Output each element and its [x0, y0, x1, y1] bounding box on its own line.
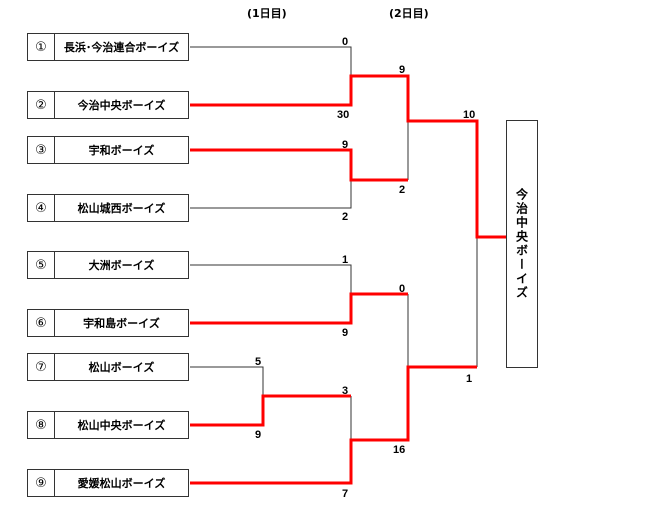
team-box: ⑨ 愛媛松山ボーイズ [27, 469, 189, 497]
win-line-team3 [190, 148, 408, 182]
line-team4 [190, 180, 352, 209]
team-name: 宇和ボーイズ [88, 144, 155, 157]
win-line-team6 [190, 292, 408, 325]
champion-name: 今治中央ボーイズ [514, 188, 529, 300]
win-line-team8 [190, 394, 351, 427]
seed-number: ⑧ [28, 412, 55, 438]
team-box: ⑧ 松山中央ボーイズ [27, 411, 189, 439]
line-team1 [190, 46, 352, 76]
score: 30 [337, 109, 349, 121]
team-box: ④ 松山城西ボーイズ [27, 194, 189, 222]
team-name: 長浜･今治連合ボーイズ [63, 41, 180, 54]
team-box: ⑥ 宇和島ボーイズ [27, 309, 189, 337]
seed-number: ⑤ [28, 252, 55, 278]
score: 9 [255, 429, 261, 441]
score: 9 [342, 139, 348, 151]
score: 5 [255, 356, 261, 368]
champion-box: 今治中央ボーイズ [506, 120, 538, 368]
seed-number: ③ [28, 137, 55, 163]
seed-number: ④ [28, 195, 55, 221]
score: 10 [463, 109, 475, 121]
day2-header: (2日目) [389, 7, 429, 20]
score: 0 [399, 283, 405, 295]
team-box: ② 今治中央ボーイズ [27, 91, 189, 119]
seed-number: ② [28, 92, 55, 118]
team-name: 松山城西ボーイズ [77, 202, 166, 215]
win-line-team2 [190, 74, 506, 239]
seed-number: ⑦ [28, 354, 55, 380]
score: 2 [342, 211, 348, 223]
score: 1 [466, 373, 472, 385]
team-box: ⑤ 大洲ボーイズ [27, 251, 189, 279]
team-name: 宇和島ボーイズ [83, 317, 160, 330]
team-box: ③ 宇和ボーイズ [27, 136, 189, 164]
team-box: ① 長浜･今治連合ボーイズ [27, 33, 189, 61]
team-name: 今治中央ボーイズ [77, 99, 166, 112]
team-name: 大洲ボーイズ [88, 259, 155, 272]
score: 1 [342, 254, 348, 266]
seed-number: ⑥ [28, 310, 55, 336]
score: 3 [342, 385, 348, 397]
score: 9 [399, 64, 405, 76]
day1-header: (1日目) [247, 7, 287, 20]
seed-number: ⑨ [28, 470, 55, 496]
team-name: 松山中央ボーイズ [77, 419, 166, 432]
line-team5 [190, 264, 352, 294]
team-box: ⑦ 松山ボーイズ [27, 353, 189, 381]
win-line-team9 [190, 365, 477, 485]
team-name: 愛媛松山ボーイズ [77, 477, 166, 490]
score: 9 [342, 327, 348, 339]
score: 7 [342, 488, 348, 500]
line-team7 [190, 366, 264, 396]
score: 2 [399, 184, 405, 196]
seed-number: ① [28, 34, 55, 60]
score: 0 [342, 36, 348, 48]
team-name: 松山ボーイズ [88, 361, 155, 374]
score: 16 [393, 444, 405, 456]
